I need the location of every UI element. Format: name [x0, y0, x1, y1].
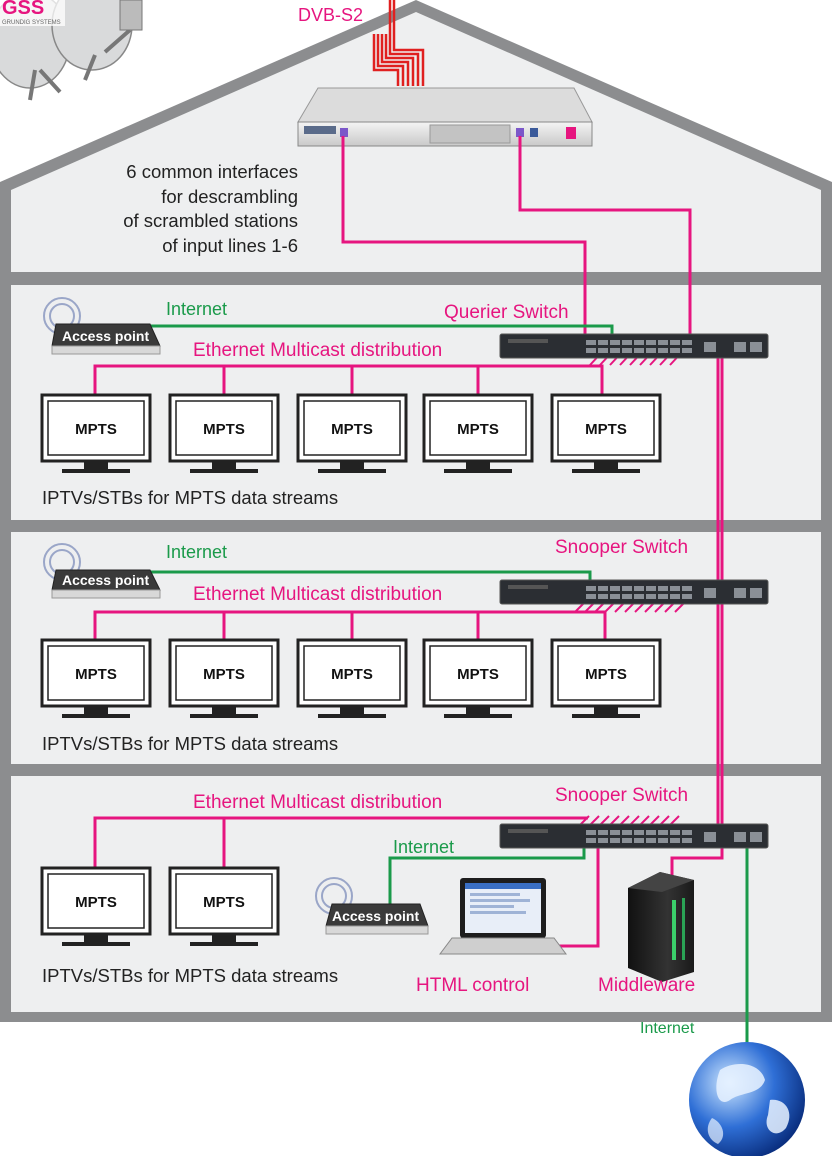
- monitor-label: MPTS: [585, 421, 627, 438]
- magenta-links: [93, 136, 724, 948]
- brand-logo: GSS: [2, 0, 44, 19]
- access-point-label: Access point: [62, 328, 149, 344]
- monitor-icon: MPTS: [40, 393, 152, 473]
- monitor-label: MPTS: [75, 894, 117, 911]
- monitor-icon: MPTS: [168, 638, 280, 718]
- access-point-label: Access point: [62, 572, 149, 588]
- middleware-label: Middleware: [598, 975, 696, 996]
- server-icon: [628, 872, 694, 982]
- brand-subtitle: GRUNDIG SYSTEMS: [2, 20, 61, 26]
- intro-line: of scrambled stations: [123, 210, 298, 231]
- floor-caption: IPTVs/STBs for MPTS data streams: [42, 487, 339, 508]
- intro-line: for descrambling: [161, 185, 298, 207]
- monitor-icon: MPTS: [550, 393, 662, 473]
- monitor-label: MPTS: [203, 894, 245, 911]
- multicast-label: Ethernet Multicast distribution: [193, 792, 443, 813]
- multicast-label: Ethernet Multicast distribution: [193, 584, 443, 605]
- access-point-floor-1: Access point: [43, 297, 161, 355]
- monitor-row-floor-3: MPTS MPTS: [40, 866, 280, 946]
- monitor-icon: MPTS: [168, 866, 280, 946]
- intro-line: of input lines 1-6: [162, 234, 298, 256]
- internet-outside-label: Internet: [640, 1020, 695, 1037]
- laptop-icon: [439, 878, 567, 955]
- monitor-label: MPTS: [331, 421, 373, 438]
- switch-floor-1: [499, 333, 769, 359]
- access-point-floor-3: Access point: [315, 877, 429, 935]
- monitor-label: MPTS: [75, 666, 117, 683]
- dvb-s2-label: DVB-S2: [298, 5, 364, 25]
- monitor-icon: MPTS: [40, 866, 152, 946]
- monitor-icon: MPTS: [168, 393, 280, 473]
- internet-label: Internet: [393, 837, 455, 857]
- monitor-row-floor-1: MPTS MPTS MPTS MPTS MPTS: [40, 393, 662, 473]
- headend-device: [297, 87, 593, 147]
- switch-floor-2: [499, 579, 769, 605]
- monitor-row-floor-2: MPTS MPTS MPTS MPTS MPTS: [40, 638, 662, 718]
- internet-label: Internet: [166, 299, 228, 319]
- access-point-floor-2: Access point: [43, 543, 161, 599]
- monitor-icon: MPTS: [422, 393, 534, 473]
- switch-label: Snooper Switch: [555, 537, 689, 558]
- monitor-label: MPTS: [457, 666, 499, 683]
- dvb-s2-input-lines: [372, 0, 425, 86]
- switch-floor-3: [499, 823, 769, 849]
- switch-label: Snooper Switch: [555, 785, 689, 806]
- monitor-icon: MPTS: [422, 638, 534, 718]
- common-interfaces-note: 6 common interfaces for descrambling of …: [90, 160, 298, 258]
- monitor-icon: MPTS: [296, 638, 408, 718]
- monitor-label: MPTS: [331, 666, 373, 683]
- monitor-label: MPTS: [75, 421, 117, 438]
- internet-label: Internet: [166, 542, 228, 562]
- floor-caption: IPTVs/STBs for MPTS data streams: [42, 965, 339, 986]
- globe-icon: [689, 1042, 805, 1158]
- monitor-icon: MPTS: [296, 393, 408, 473]
- intro-line: 6 common interfaces: [126, 161, 298, 182]
- monitor-label: MPTS: [457, 421, 499, 438]
- satellite-dishes: GSS GRUNDIG SYSTEMS: [0, 0, 143, 101]
- monitor-label: MPTS: [203, 666, 245, 683]
- monitor-label: MPTS: [203, 421, 245, 438]
- multicast-label: Ethernet Multicast distribution: [193, 340, 443, 361]
- monitor-icon: MPTS: [40, 638, 152, 718]
- monitor-icon: MPTS: [550, 638, 662, 718]
- html-control-label: HTML control: [416, 975, 530, 996]
- switch-label: Querier Switch: [444, 302, 569, 323]
- access-point-label: Access point: [332, 908, 419, 924]
- monitor-label: MPTS: [585, 666, 627, 683]
- floor-caption: IPTVs/STBs for MPTS data streams: [42, 733, 339, 754]
